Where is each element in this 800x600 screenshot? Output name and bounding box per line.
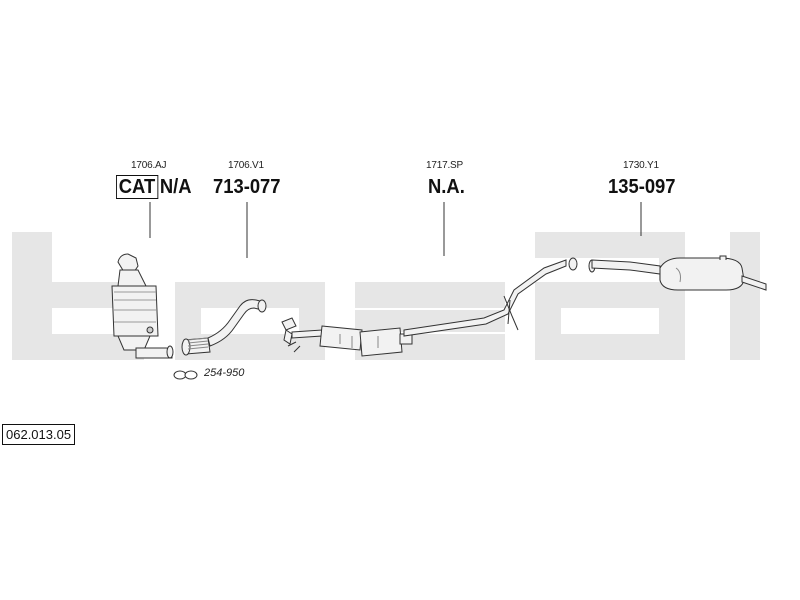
catalytic-converter-part[interactable]	[111, 253, 174, 359]
middle-section-part[interactable]	[281, 257, 578, 357]
cat-tag: CAT	[116, 175, 158, 199]
part-code: 1717.SP	[426, 160, 463, 171]
part-number[interactable]: 135-097	[608, 176, 676, 198]
part-number[interactable]: N.A.	[428, 176, 465, 198]
front-pipe-part[interactable]	[181, 299, 267, 356]
diagram-reference: 062.013.05	[2, 424, 76, 445]
gasket-number[interactable]: 254-950	[204, 367, 245, 379]
gasket-part[interactable]	[173, 370, 198, 380]
part-code: 1706.V1	[228, 160, 264, 171]
leader-lines	[149, 202, 642, 258]
rear-silencer-part[interactable]	[588, 255, 767, 291]
part-code: 1730.Y1	[623, 160, 659, 171]
part-code: 1706.AJ	[131, 160, 167, 171]
part-number[interactable]: 713-077	[213, 176, 281, 198]
part-number: N/A	[159, 176, 192, 198]
